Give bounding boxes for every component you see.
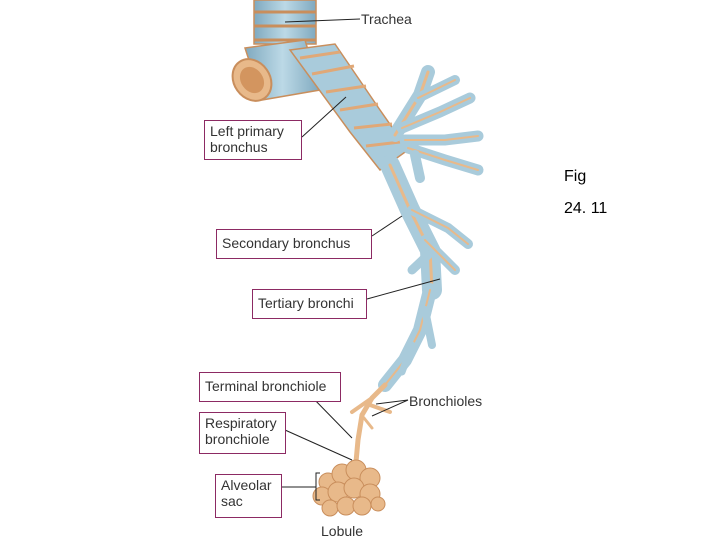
label-left-primary-bronchus-line2: bronchus (210, 139, 268, 155)
bronchioles-shape (350, 382, 392, 465)
label-alveolar-sac: Alveolar sac (215, 474, 282, 518)
label-tertiary-bronchi: Tertiary bronchi (252, 289, 367, 319)
label-terminal-bronchiole: Terminal bronchiole (199, 372, 341, 402)
label-lobule: Lobule (321, 523, 364, 539)
label-respiratory-bronchiole-line2: bronchiole (205, 431, 270, 447)
leader-lines (282, 18, 441, 488)
figure-caption-line2: 24. 11 (564, 200, 608, 217)
label-respiratory-bronchiole-line1: Respiratory (205, 415, 277, 431)
label-secondary-bronchus: Secondary bronchus (216, 229, 372, 259)
alveolar-lobule-shape (312, 459, 386, 517)
lower-branches (378, 155, 473, 392)
label-left-primary-bronchus: Left primary bronchus (204, 120, 302, 160)
label-respiratory-bronchiole: Respiratory bronchiole (199, 412, 286, 454)
label-bronchioles: Bronchioles (409, 393, 483, 409)
label-left-primary-bronchus-line1: Left primary (210, 123, 284, 139)
label-alveolar-sac-line1: Alveolar (221, 477, 272, 493)
left-primary-bronchus-shape (288, 43, 410, 172)
trachea-shape (253, 0, 317, 45)
figure-caption-line1: Fig (564, 168, 587, 185)
upper-branches (388, 65, 484, 183)
label-trachea: Trachea (361, 11, 412, 27)
label-alveolar-sac-line2: sac (221, 493, 243, 509)
